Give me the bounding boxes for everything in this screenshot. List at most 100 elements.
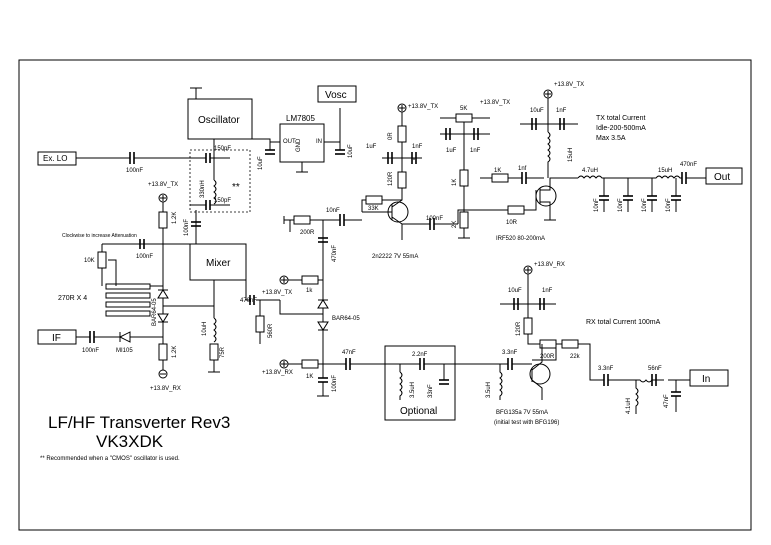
c-33n-label: 33nF [428, 384, 434, 398]
r-12k-a [158, 211, 168, 229]
callsign: VK3XDK [96, 432, 164, 451]
l-4u1-label: 4.1uH [626, 398, 632, 414]
ex-lo-label: Ex. LO [43, 154, 67, 163]
r-560 [255, 315, 265, 333]
r-120-tx-label: 120R [388, 171, 394, 186]
r-1k-v [459, 169, 469, 187]
l-4u7-label: 4.7uH [582, 168, 598, 174]
c-reg1-label: 10uF [258, 156, 264, 170]
r-0r [397, 125, 407, 143]
r-1k-gate [491, 173, 509, 183]
c-470-v-label: 470nF [332, 245, 338, 262]
r-200-rx-label: 200R [540, 354, 555, 360]
oscillator-block [187, 98, 253, 140]
optional-label: Optional [400, 406, 437, 417]
c-56n-label: 56nF [648, 366, 662, 372]
schematic-title: LF/HF Transverter Rev3 [48, 413, 230, 432]
cmos-option-box [189, 149, 251, 213]
pot-10k-label: 10K [84, 258, 95, 264]
tx-current-note-2: Idle-200-500mA [596, 125, 646, 132]
rx-section: Optional 2.2nF 3.5uH 33nF 3.3nF 3.5uH BF… [384, 262, 729, 426]
r-22k [561, 339, 579, 349]
r-12k-b-label: 1.2K [172, 346, 178, 358]
r-1k-v-label: 1K [452, 179, 458, 186]
c-1nf-b-label: 1nF [470, 148, 481, 154]
r-200-tx [293, 215, 311, 225]
c-47n-label: 47nF [342, 350, 356, 356]
supply-tx-c: +13.8V_TX [408, 104, 438, 110]
c-lpf1-label: 10nF [594, 198, 600, 212]
r-120-rx-label: 120R [516, 321, 522, 336]
rx-current-note: RX total Current 100mA [586, 319, 661, 326]
r-12k-b [158, 343, 168, 361]
footnote: ** Recommended when a "CMOS" oscillator … [40, 456, 180, 462]
c-10n-tx-label: 10nF [326, 208, 340, 214]
r-10r [507, 205, 525, 215]
c-mix1-label: 100nF [184, 219, 190, 236]
c-100n-tx-label: 100nF [426, 216, 443, 222]
r-75 [209, 343, 219, 361]
c-2n2-label: 2.2nF [412, 352, 428, 358]
r-33k-label: 33K [368, 206, 379, 212]
d2-label: BAR64-05 [332, 316, 360, 322]
supply-tx-b: +13.8V_TX [262, 290, 292, 296]
c-1uf-a-label: 1uF [366, 144, 377, 150]
c-mix2-label: 470nF [240, 298, 257, 304]
l-mix-label: 10uH [202, 322, 208, 336]
supply-tx-a: +13.8V_TX [148, 182, 178, 188]
pot-5k [455, 113, 473, 123]
supply-tx-d: +13.8V_TX [480, 100, 510, 106]
c-3n3-a-label: 3.3nF [502, 350, 518, 356]
supply-rx-b: +13.8V_RX [262, 370, 293, 376]
pads-label: 270R X 4 [58, 295, 87, 302]
supply-tx-e: +13.8V_TX [554, 82, 584, 88]
l-3u5-opt-label: 3.5uH [410, 382, 416, 398]
c-lpf2-label: 10nF [618, 198, 624, 212]
switch-section: +13.8V_TX 1k 470nF BAR64-05 +13.8V_RX 1K… [262, 220, 385, 397]
c-osc1-label: 150pF [214, 146, 231, 152]
l-osc-label: 330nH [200, 180, 206, 198]
regulator-out-label: OUT [283, 139, 296, 145]
c-reg2-label: 10uF [348, 144, 354, 158]
oscillator-label: Oscillator [198, 115, 240, 126]
pot-5k-label: 5K [460, 106, 467, 112]
c-10uf-tx-label: 10uF [530, 108, 544, 114]
r-200-tx-label: 200R [300, 230, 315, 236]
c-osc2-label: 150pF [214, 198, 231, 204]
c-exlo-label: 100nF [126, 168, 143, 174]
pot-10k [97, 251, 107, 269]
supply-rx-c: +13.8V_RX [534, 262, 565, 268]
mixer-block [189, 243, 247, 281]
q3-label-2: (initial test with BFG196) [494, 420, 559, 426]
c-1nf-a-label: 1nF [412, 144, 423, 150]
page-border [18, 59, 752, 531]
regulator-in-label: IN [316, 139, 322, 145]
r-2k [459, 211, 469, 229]
c-10uf-rx-label: 10uF [508, 288, 522, 294]
tx-section: 10nF 200R 2n2222 7V 55mA 33K 120R 0R +13… [283, 82, 743, 260]
out-port [705, 167, 743, 185]
c-lpf4-label: 10nF [666, 198, 672, 212]
c-1nf-tx-label: 1nF [556, 108, 567, 114]
double-star-mark: ** [232, 182, 240, 193]
c-lpf3-label: 10nF [642, 198, 648, 212]
r-120-tx [397, 171, 407, 189]
r-75-label: 75R [220, 346, 226, 358]
r-2k-label: 2K [452, 221, 458, 228]
regulator-block [279, 123, 325, 163]
c-47n-in-label: 47nF [664, 394, 670, 408]
lo-section: Ex. LO 100nF Oscillator 150pF 330nH ** 1… [37, 85, 357, 244]
supply-rx-a: +13.8V_RX [150, 386, 181, 392]
d3-label: MI105 [116, 348, 133, 354]
r-22k-label: 22k [570, 354, 581, 360]
r-1k-tx-label: 1k [306, 288, 313, 294]
vosc-port [317, 85, 357, 103]
r-0r-label: 0R [388, 132, 394, 140]
mixer-label: Mixer [206, 258, 231, 269]
out-label: Out [714, 172, 730, 183]
attenuator-pads [105, 283, 151, 317]
r-1k-rx-label: 1K [306, 374, 313, 380]
q2-label: IRF520 80-200mA [496, 236, 545, 242]
l-15uh-drain-label: 15uH [568, 148, 574, 162]
